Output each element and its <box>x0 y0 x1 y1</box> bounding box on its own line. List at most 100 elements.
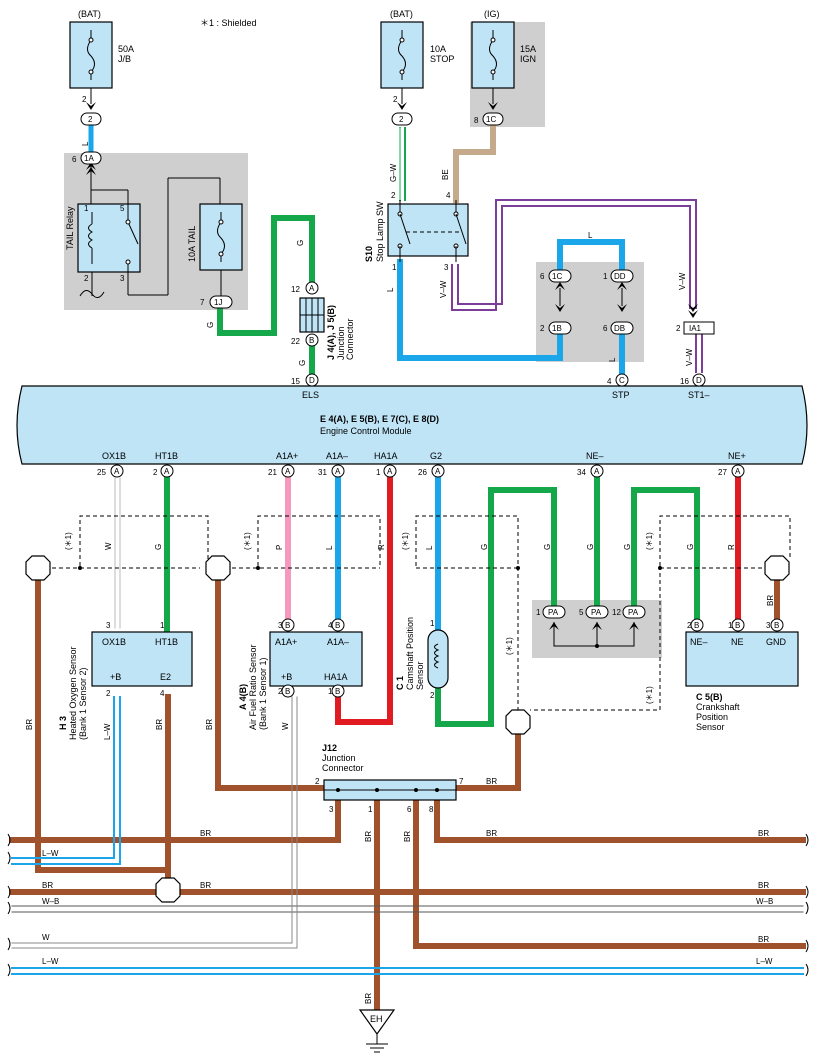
svg-text:L: L <box>81 141 90 146</box>
svg-text:NE: NE <box>731 637 744 647</box>
stop-sw-id: S10 <box>364 246 374 262</box>
a4-name: Air Fuel Ratio Sensor <box>248 644 258 730</box>
svg-text:2: 2 <box>687 621 692 630</box>
inline-connectors <box>555 282 698 318</box>
svg-text:B: B <box>285 621 290 630</box>
svg-text:B: B <box>335 687 340 696</box>
svg-text:L: L <box>608 357 617 362</box>
svg-text:W–B: W–B <box>42 897 59 906</box>
svg-text:B: B <box>694 621 699 630</box>
svg-text:(＊1): (＊1) <box>64 532 73 550</box>
c1-id: C 1 <box>395 676 405 690</box>
camshaft-sensor-coil <box>427 629 449 689</box>
svg-text:A1A+: A1A+ <box>276 451 298 461</box>
wire-vw-b <box>457 205 691 309</box>
c1-name: Camshaft Position <box>405 617 415 690</box>
svg-text:7: 7 <box>200 298 205 307</box>
wire-g-tail <box>217 215 315 336</box>
ground-label: EH <box>370 1014 383 1024</box>
svg-text:W: W <box>104 542 113 550</box>
svg-text:BR: BR <box>758 881 769 890</box>
svg-text:L–W: L–W <box>756 957 773 966</box>
wire-w-b <box>11 696 298 949</box>
svg-text:2: 2 <box>676 324 681 333</box>
fuse-stop-name: STOP <box>430 54 454 64</box>
wire-l-loop <box>557 239 625 277</box>
break-marks <box>7 833 809 977</box>
svg-text:L–W: L–W <box>42 849 59 858</box>
c5-name: Crankshaft <box>696 702 740 712</box>
svg-text:V–W: V–W <box>678 272 687 290</box>
svg-text:W: W <box>42 933 50 942</box>
svg-text:G: G <box>298 360 307 366</box>
svg-text:+B: +B <box>110 672 121 682</box>
shield-ground-splices <box>25 555 790 903</box>
svg-text:1: 1 <box>376 468 381 477</box>
svg-text:OX1B: OX1B <box>102 451 126 461</box>
svg-text:2: 2 <box>153 468 158 477</box>
svg-text:DB: DB <box>614 324 625 333</box>
svg-text:4: 4 <box>160 689 165 698</box>
j12-name: Junction <box>322 753 356 763</box>
svg-text:V–W: V–W <box>685 348 694 366</box>
svg-text:2: 2 <box>430 691 435 700</box>
wire-vw-a <box>451 199 697 311</box>
svg-text:8: 8 <box>429 805 434 814</box>
svg-text:BE: BE <box>441 169 450 180</box>
fuse-50a-rating: 50A <box>118 44 134 54</box>
fuse-50a-location: J/B <box>118 54 131 64</box>
tail-fuse-label: 10A TAIL <box>187 226 197 262</box>
svg-text:27: 27 <box>718 468 727 477</box>
svg-text:C: C <box>619 376 625 385</box>
svg-text:A: A <box>309 284 315 293</box>
svg-text:1C: 1C <box>552 272 562 281</box>
svg-text:A: A <box>285 467 291 476</box>
svg-text:G: G <box>480 544 489 550</box>
svg-text:2: 2 <box>540 324 545 333</box>
svg-text:DD: DD <box>614 272 626 281</box>
svg-text:A1A–: A1A– <box>326 451 348 461</box>
svg-text:PA: PA <box>628 608 639 617</box>
svg-text:3: 3 <box>766 621 771 630</box>
svg-text:1: 1 <box>728 621 733 630</box>
bat-label-1: (BAT) <box>78 9 101 19</box>
svg-text:BR: BR <box>25 719 34 730</box>
svg-text:D: D <box>696 376 702 385</box>
pin-circles <box>110 281 784 698</box>
wire-g-cam <box>435 487 557 727</box>
svg-text:2: 2 <box>88 115 93 124</box>
svg-text:1C: 1C <box>486 115 496 124</box>
svg-text:B: B <box>774 621 779 630</box>
tail-relay-label: TAIL Relay <box>65 206 75 250</box>
svg-text:16: 16 <box>680 377 689 386</box>
svg-text:A: A <box>735 467 741 476</box>
svg-text:BR: BR <box>155 719 164 730</box>
svg-text:NE–: NE– <box>586 451 604 461</box>
ecm-id: E 4(A), E 5(B), E 7(C), E 8(D) <box>320 414 439 424</box>
svg-text:PA: PA <box>591 608 602 617</box>
svg-text:3: 3 <box>329 805 334 814</box>
fuse-10a-tail <box>199 203 243 296</box>
svg-text:1: 1 <box>368 805 373 814</box>
svg-text:2: 2 <box>106 689 111 698</box>
svg-text:A1A–: A1A– <box>327 637 349 647</box>
svg-text:BR: BR <box>403 831 412 842</box>
svg-text:(＊1): (＊1) <box>645 686 654 704</box>
svg-text:NE–: NE– <box>690 637 708 647</box>
svg-text:BR: BR <box>205 719 214 730</box>
ecm-name: Engine Control Module <box>320 426 412 436</box>
a4-id: A 4(B) <box>238 684 248 710</box>
svg-text:1A: 1A <box>84 154 94 163</box>
svg-text:6: 6 <box>72 155 77 164</box>
svg-text:2: 2 <box>278 687 283 696</box>
svg-text:L: L <box>425 545 434 550</box>
svg-text:4: 4 <box>328 621 333 630</box>
svg-text:A: A <box>435 467 441 476</box>
svg-text:15: 15 <box>291 377 300 386</box>
c5-sensor-box <box>685 631 799 687</box>
svg-text:BR: BR <box>200 881 211 890</box>
svg-text:1J: 1J <box>214 298 222 307</box>
stop-sw-name: Stop Lamp SW <box>375 201 385 262</box>
c5-name2: Position <box>696 712 728 722</box>
svg-text:2: 2 <box>315 777 320 786</box>
